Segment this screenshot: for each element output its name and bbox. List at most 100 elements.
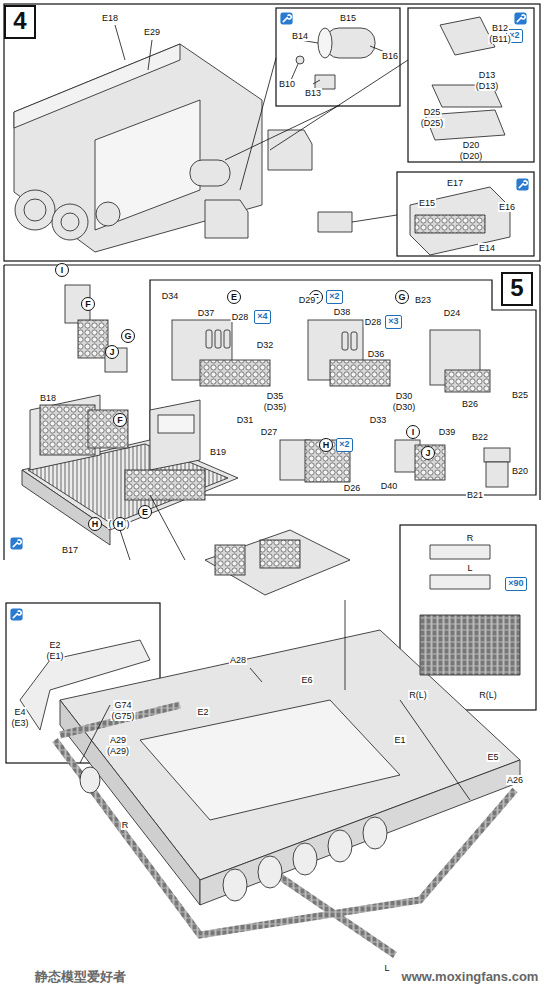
part-number: D34: [161, 291, 180, 301]
part-tree-letter: I: [55, 263, 69, 277]
part-number: D13: [478, 70, 497, 80]
part-number: R: [121, 820, 130, 830]
part-code: H: [323, 440, 330, 450]
part-code: ×2: [339, 439, 349, 449]
part-number: L: [466, 563, 473, 573]
part-number: B10: [278, 79, 296, 89]
part-tree-letter: E: [227, 290, 241, 304]
part-code: E: [231, 292, 237, 302]
step-number: 5: [501, 272, 533, 306]
part-number: R: [466, 533, 475, 543]
part-number: (: [108, 519, 113, 529]
part-number: B23: [414, 295, 432, 305]
part-number: D33: [369, 415, 388, 425]
part-number: ): [126, 519, 131, 529]
part-number: R(L): [478, 690, 498, 700]
part-code: ×4: [257, 311, 267, 321]
part-number: (G75): [110, 711, 135, 721]
part-number: A29: [109, 735, 127, 745]
part-number: A28: [229, 655, 247, 665]
part-number: B26: [461, 399, 479, 409]
part-number: (D25): [420, 118, 445, 128]
part-code: F: [85, 299, 91, 309]
part-number: (D20): [459, 151, 484, 161]
part-number: D32: [256, 340, 275, 350]
part-number: D24: [443, 308, 462, 318]
step-number-text: 4: [13, 7, 26, 34]
part-number: E17: [446, 178, 464, 188]
part-number: D27: [260, 427, 279, 437]
part-tree-letter: J: [421, 446, 435, 460]
part-number: (D13): [475, 81, 500, 91]
part-number: D39: [438, 427, 457, 437]
part-code: H: [117, 519, 124, 529]
part-code: I: [61, 265, 64, 275]
part-number: D26: [343, 483, 362, 493]
part-number: B12: [491, 23, 509, 33]
part-number: D29: [298, 295, 317, 305]
part-number: D30: [395, 391, 414, 401]
part-number: B20: [511, 466, 529, 476]
part-code: I: [412, 427, 415, 437]
part-number: E29: [143, 27, 161, 37]
part-number: E18: [101, 13, 119, 23]
part-number: D36: [367, 349, 386, 359]
part-tree-letter: F: [81, 297, 95, 311]
part-number: (B11): [488, 34, 511, 44]
part-tree-letter: F: [113, 413, 127, 427]
part-number: D40: [380, 481, 399, 491]
part-number: E6: [300, 675, 313, 685]
watermark: www.moxingfans.com: [401, 970, 540, 984]
part-code: F: [117, 415, 123, 425]
part-code: J: [109, 347, 114, 357]
part-number: D37: [197, 308, 216, 318]
part-number: E2: [48, 640, 61, 650]
part-number: (D30): [392, 402, 417, 412]
part-tree-letter: I: [406, 425, 420, 439]
part-tree-letter: H: [88, 517, 102, 531]
part-number: B19: [209, 447, 227, 457]
part-tree-letter: H: [319, 438, 333, 452]
part-tree-letter: G: [121, 329, 135, 343]
part-number: D25: [423, 107, 442, 117]
part-number: B15: [339, 13, 357, 23]
part-number: D31: [236, 415, 255, 425]
part-number: (D35): [263, 402, 288, 412]
part-number: E15: [418, 198, 436, 208]
part-number: L: [383, 963, 390, 973]
part-number: A26: [506, 775, 524, 785]
part-number: (E1): [45, 651, 64, 661]
part-number: (E3): [10, 718, 29, 728]
part-number: D35: [266, 391, 285, 401]
part-number: E16: [498, 202, 516, 212]
part-code: ×90: [508, 578, 523, 588]
part-number: B14: [291, 31, 309, 41]
part-number: B25: [511, 390, 529, 400]
part-code: ×3: [388, 316, 398, 326]
step-number-text: 5: [510, 274, 523, 301]
part-number: E4: [13, 707, 26, 717]
quantity-box: ×4: [254, 310, 271, 324]
part-number: E5: [486, 752, 499, 762]
part-number: E14: [478, 243, 496, 253]
watermark: 静态模型爱好者: [34, 970, 127, 984]
quantity-box: ×90: [505, 577, 527, 591]
part-number: B21: [466, 490, 484, 500]
part-number: E1: [393, 735, 406, 745]
part-code: G: [124, 331, 131, 341]
part-code: ×2: [329, 291, 339, 301]
quantity-box: ×2: [336, 438, 353, 452]
part-number: G74: [113, 700, 132, 710]
part-tree-letter: J: [105, 345, 119, 359]
part-number: B16: [381, 51, 399, 61]
part-number: D38: [333, 307, 352, 317]
step-number: 4: [4, 5, 36, 39]
part-number: B13: [304, 88, 322, 98]
part-tree-letter: G: [395, 290, 409, 304]
part-code: E: [142, 507, 148, 517]
part-number: (A29): [106, 746, 130, 756]
part-number: E2: [196, 707, 209, 717]
part-number: D28: [231, 312, 250, 322]
part-number: B22: [471, 432, 489, 442]
part-code: H: [92, 519, 99, 529]
